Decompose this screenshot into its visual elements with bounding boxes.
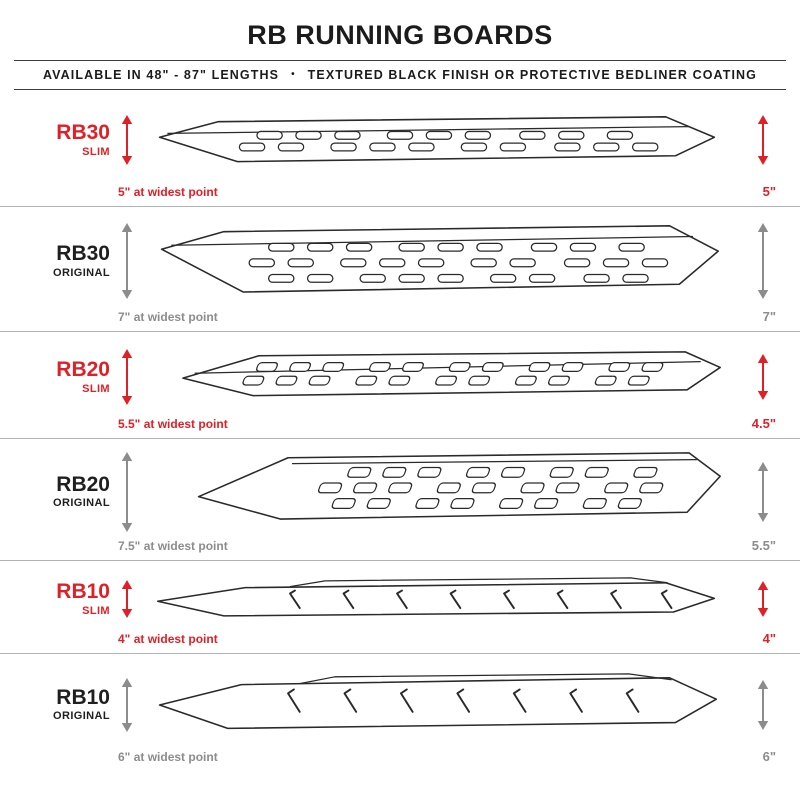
rb20-original-illustration	[138, 448, 738, 536]
width-dimension-arrow-icon	[121, 451, 133, 532]
model-variant: SLIM	[82, 145, 110, 158]
model-name: RB10	[56, 685, 110, 709]
height-measurement: 7"	[762, 309, 776, 324]
widest-point-caption: 7.5" at widest point	[118, 539, 228, 553]
widest-point-caption: 5.5" at widest point	[118, 417, 228, 431]
product-label: RB10 SLIM	[10, 580, 116, 617]
height-measurement: 4.5"	[751, 416, 776, 431]
rb30-slim-board-drawing	[158, 115, 716, 163]
height-dimension-arrow-icon	[757, 115, 769, 165]
height-measurement: 5"	[762, 184, 776, 199]
model-variant: SLIM	[82, 382, 110, 395]
rb20-slim-illustration	[138, 347, 738, 407]
rb10-original-board-drawing	[158, 673, 718, 730]
rb30-original-illustration	[138, 220, 738, 302]
rb30-original-board-drawing	[160, 225, 720, 293]
height-dimension-arrow-icon	[757, 354, 769, 400]
product-label: RB20 SLIM	[10, 358, 116, 395]
width-dimension-arrow-icon	[121, 223, 133, 299]
bullet-separator: •	[291, 68, 296, 80]
model-variant: ORIGINAL	[53, 497, 110, 510]
rb10-original-illustration	[138, 670, 738, 738]
width-dimension-arrow-icon	[121, 349, 133, 405]
height-measurement: 4"	[762, 631, 776, 646]
width-dimension-arrow-icon	[121, 115, 133, 165]
product-label: RB30 SLIM	[10, 121, 116, 158]
rb10-slim-illustration	[138, 575, 738, 624]
subtitle: AVAILABLE IN 48" - 87" LENGTHS • TEXTURE…	[0, 61, 800, 89]
model-variant: ORIGINAL	[53, 710, 110, 723]
product-row-rb30-original: RB30 ORIGINAL 7" at widest point 7"	[0, 207, 800, 332]
product-row-rb20-original: RB20 ORIGINAL 7.5" at widest point 5.5"	[0, 439, 800, 561]
model-name: RB30	[56, 242, 110, 266]
product-label: RB30 ORIGINAL	[10, 242, 116, 279]
width-dimension-arrow-icon	[121, 580, 133, 618]
model-variant: ORIGINAL	[53, 266, 110, 279]
product-comparison: RB30 SLIM 5" at widest point 5" RB30 ORI…	[0, 90, 800, 771]
subtitle-right: TEXTURED BLACK FINISH OR PROTECTIVE BEDL…	[307, 68, 758, 82]
model-name: RB20	[56, 358, 110, 382]
product-label: RB10 ORIGINAL	[10, 685, 116, 723]
product-row-rb20-slim: RB20 SLIM 5.5" at widest point 4.5"	[0, 332, 800, 439]
height-dimension-arrow-icon	[757, 679, 769, 730]
model-name: RB20	[56, 472, 110, 496]
rb10-slim-board-drawing	[156, 576, 716, 617]
widest-point-caption: 4" at widest point	[118, 632, 218, 646]
product-row-rb10-original: RB10 ORIGINAL 6" at widest point 6"	[0, 654, 800, 771]
widest-point-caption: 5" at widest point	[118, 185, 218, 199]
product-row-rb10-slim: RB10 SLIM 4" at widest point 4"	[0, 561, 800, 654]
rb30-slim-illustration	[138, 111, 738, 169]
top-rule	[14, 60, 786, 61]
rb20-original-board-drawing	[197, 451, 721, 520]
height-dimension-arrow-icon	[757, 223, 769, 299]
subtitle-left: AVAILABLE IN 48" - 87" LENGTHS	[42, 68, 280, 82]
model-name: RB10	[56, 580, 110, 604]
page-title: RB RUNNING BOARDS	[247, 20, 553, 50]
height-measurement: 5.5"	[751, 538, 776, 553]
height-measurement: 6"	[762, 749, 776, 764]
height-dimension-arrow-icon	[757, 581, 769, 617]
model-name: RB30	[56, 121, 110, 145]
page-header: RB RUNNING BOARDS AVAILABLE IN 48" - 87"…	[0, 0, 800, 90]
widest-point-caption: 6" at widest point	[118, 750, 218, 764]
model-variant: SLIM	[82, 604, 110, 617]
subtitle-rule	[14, 89, 786, 90]
widest-point-caption: 7" at widest point	[118, 310, 218, 324]
product-label: RB20 ORIGINAL	[10, 472, 116, 510]
product-row-rb30-slim: RB30 SLIM 5" at widest point 5"	[0, 90, 800, 207]
width-dimension-arrow-icon	[121, 677, 133, 732]
height-dimension-arrow-icon	[757, 461, 769, 522]
rb20-slim-board-drawing	[182, 350, 721, 397]
